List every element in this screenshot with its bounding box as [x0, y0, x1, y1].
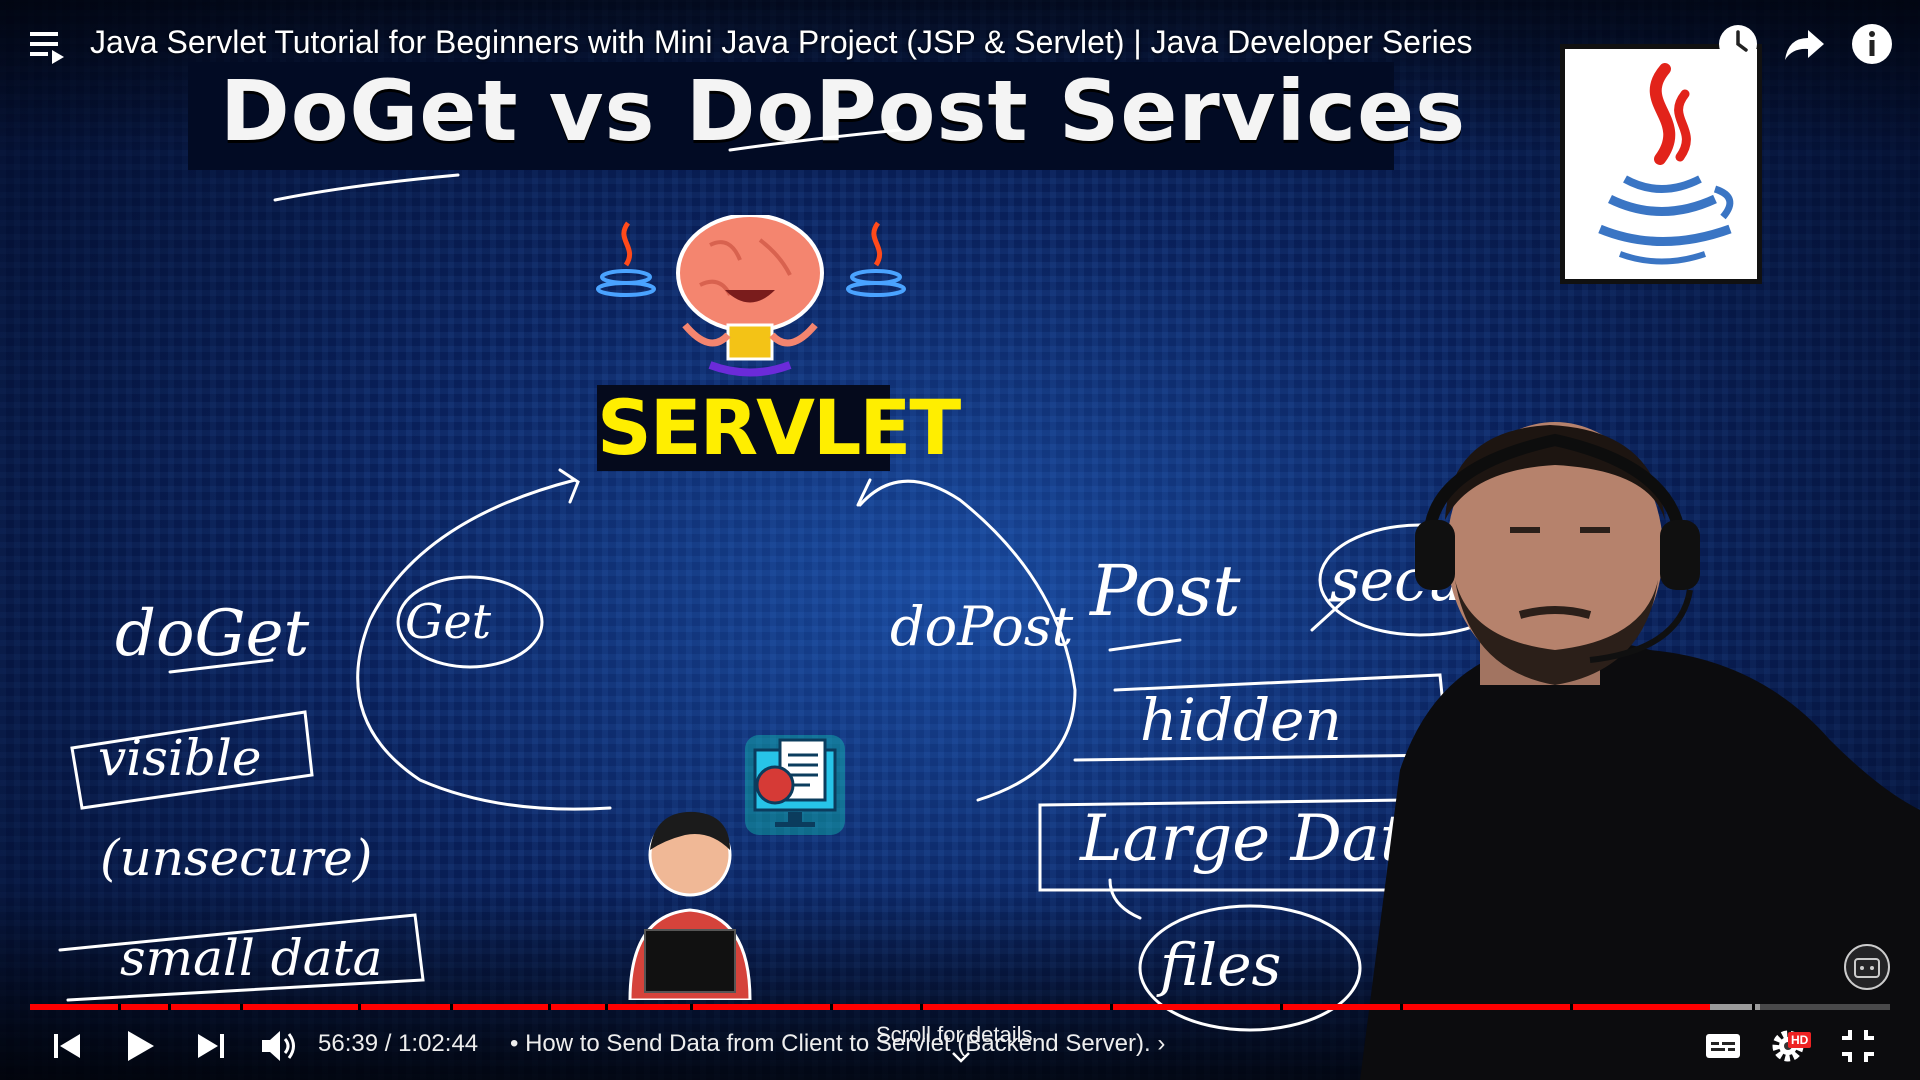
- chapter-marker: [605, 1004, 608, 1010]
- channel-watermark-icon[interactable]: [1842, 942, 1892, 992]
- user-with-laptop-illustration: [628, 811, 752, 1000]
- servlet-label-backdrop: [597, 385, 890, 471]
- share-icon[interactable]: [1782, 22, 1826, 66]
- java-cup-icon: [1598, 63, 1734, 265]
- playlist-icon[interactable]: [30, 30, 66, 64]
- chapter-marker: [240, 1004, 243, 1010]
- heading-backdrop: [188, 62, 1394, 170]
- chapter-marker: [548, 1004, 551, 1010]
- play-icon[interactable]: [120, 1026, 160, 1066]
- small-java-icon-left: [596, 221, 656, 297]
- chapter-marker: [450, 1004, 453, 1010]
- progress-played: [30, 1004, 1710, 1010]
- hd-badge: HD: [1788, 1032, 1812, 1048]
- small-java-icon-right: [846, 221, 906, 297]
- chapter-marker: [830, 1004, 833, 1010]
- handwritten-post: Post: [1088, 550, 1241, 632]
- handwritten-files: files: [1156, 931, 1281, 999]
- presenter-webcam: [1360, 422, 1920, 1080]
- time-display: 56:39 / 1:02:44: [318, 1030, 479, 1057]
- chapter-marker: [1400, 1004, 1403, 1010]
- next-icon[interactable]: [194, 1026, 228, 1066]
- video-title[interactable]: Java Servlet Tutorial for Beginners with…: [90, 24, 1473, 60]
- brain-illustration: [596, 215, 906, 377]
- chapter-marker: [358, 1004, 361, 1010]
- volume-icon[interactable]: [258, 1026, 298, 1066]
- slide-heading: DoGet vs DoPost Services: [220, 62, 1467, 160]
- subtitles-icon[interactable]: [1704, 1026, 1742, 1066]
- chapter-marker: [690, 1004, 693, 1010]
- handwritten-get: Get: [405, 594, 492, 650]
- chapter-title[interactable]: • How to Send Data from Client to Servle…: [510, 1030, 1166, 1057]
- top-bar: Java Servlet Tutorial for Beginners with…: [0, 0, 1920, 90]
- scroll-for-details[interactable]: Scroll for details: [876, 1022, 1033, 1047]
- web-document-icon: [745, 735, 845, 835]
- handwritten-small-data: small data: [120, 929, 382, 987]
- previous-icon[interactable]: [50, 1026, 84, 1066]
- handwritten-large-data: Large Data: [1079, 802, 1444, 876]
- chapter-marker: [1752, 1004, 1755, 1010]
- handwritten-visible: visible: [98, 729, 261, 787]
- java-logo: [1560, 44, 1762, 284]
- chapter-marker: [1570, 1004, 1573, 1010]
- handwritten-hidden: hidden: [1140, 686, 1342, 754]
- handwritten-doget: doGet: [115, 597, 310, 671]
- chapter-marker: [118, 1004, 121, 1010]
- info-icon[interactable]: [1850, 22, 1894, 66]
- handwritten-unsecure: (unsecure): [100, 829, 372, 887]
- clock-icon[interactable]: [1716, 22, 1760, 66]
- chapter-marker: [1110, 1004, 1113, 1010]
- chapter-marker: [168, 1004, 171, 1010]
- chapter-marker: [920, 1004, 923, 1010]
- chapter-marker: [1280, 1004, 1283, 1010]
- progress-bar[interactable]: [30, 1004, 1890, 1010]
- handwritten-dopost: doPost: [890, 595, 1073, 658]
- chevron-down-icon[interactable]: [950, 1050, 972, 1064]
- exit-fullscreen-icon[interactable]: [1838, 1026, 1878, 1066]
